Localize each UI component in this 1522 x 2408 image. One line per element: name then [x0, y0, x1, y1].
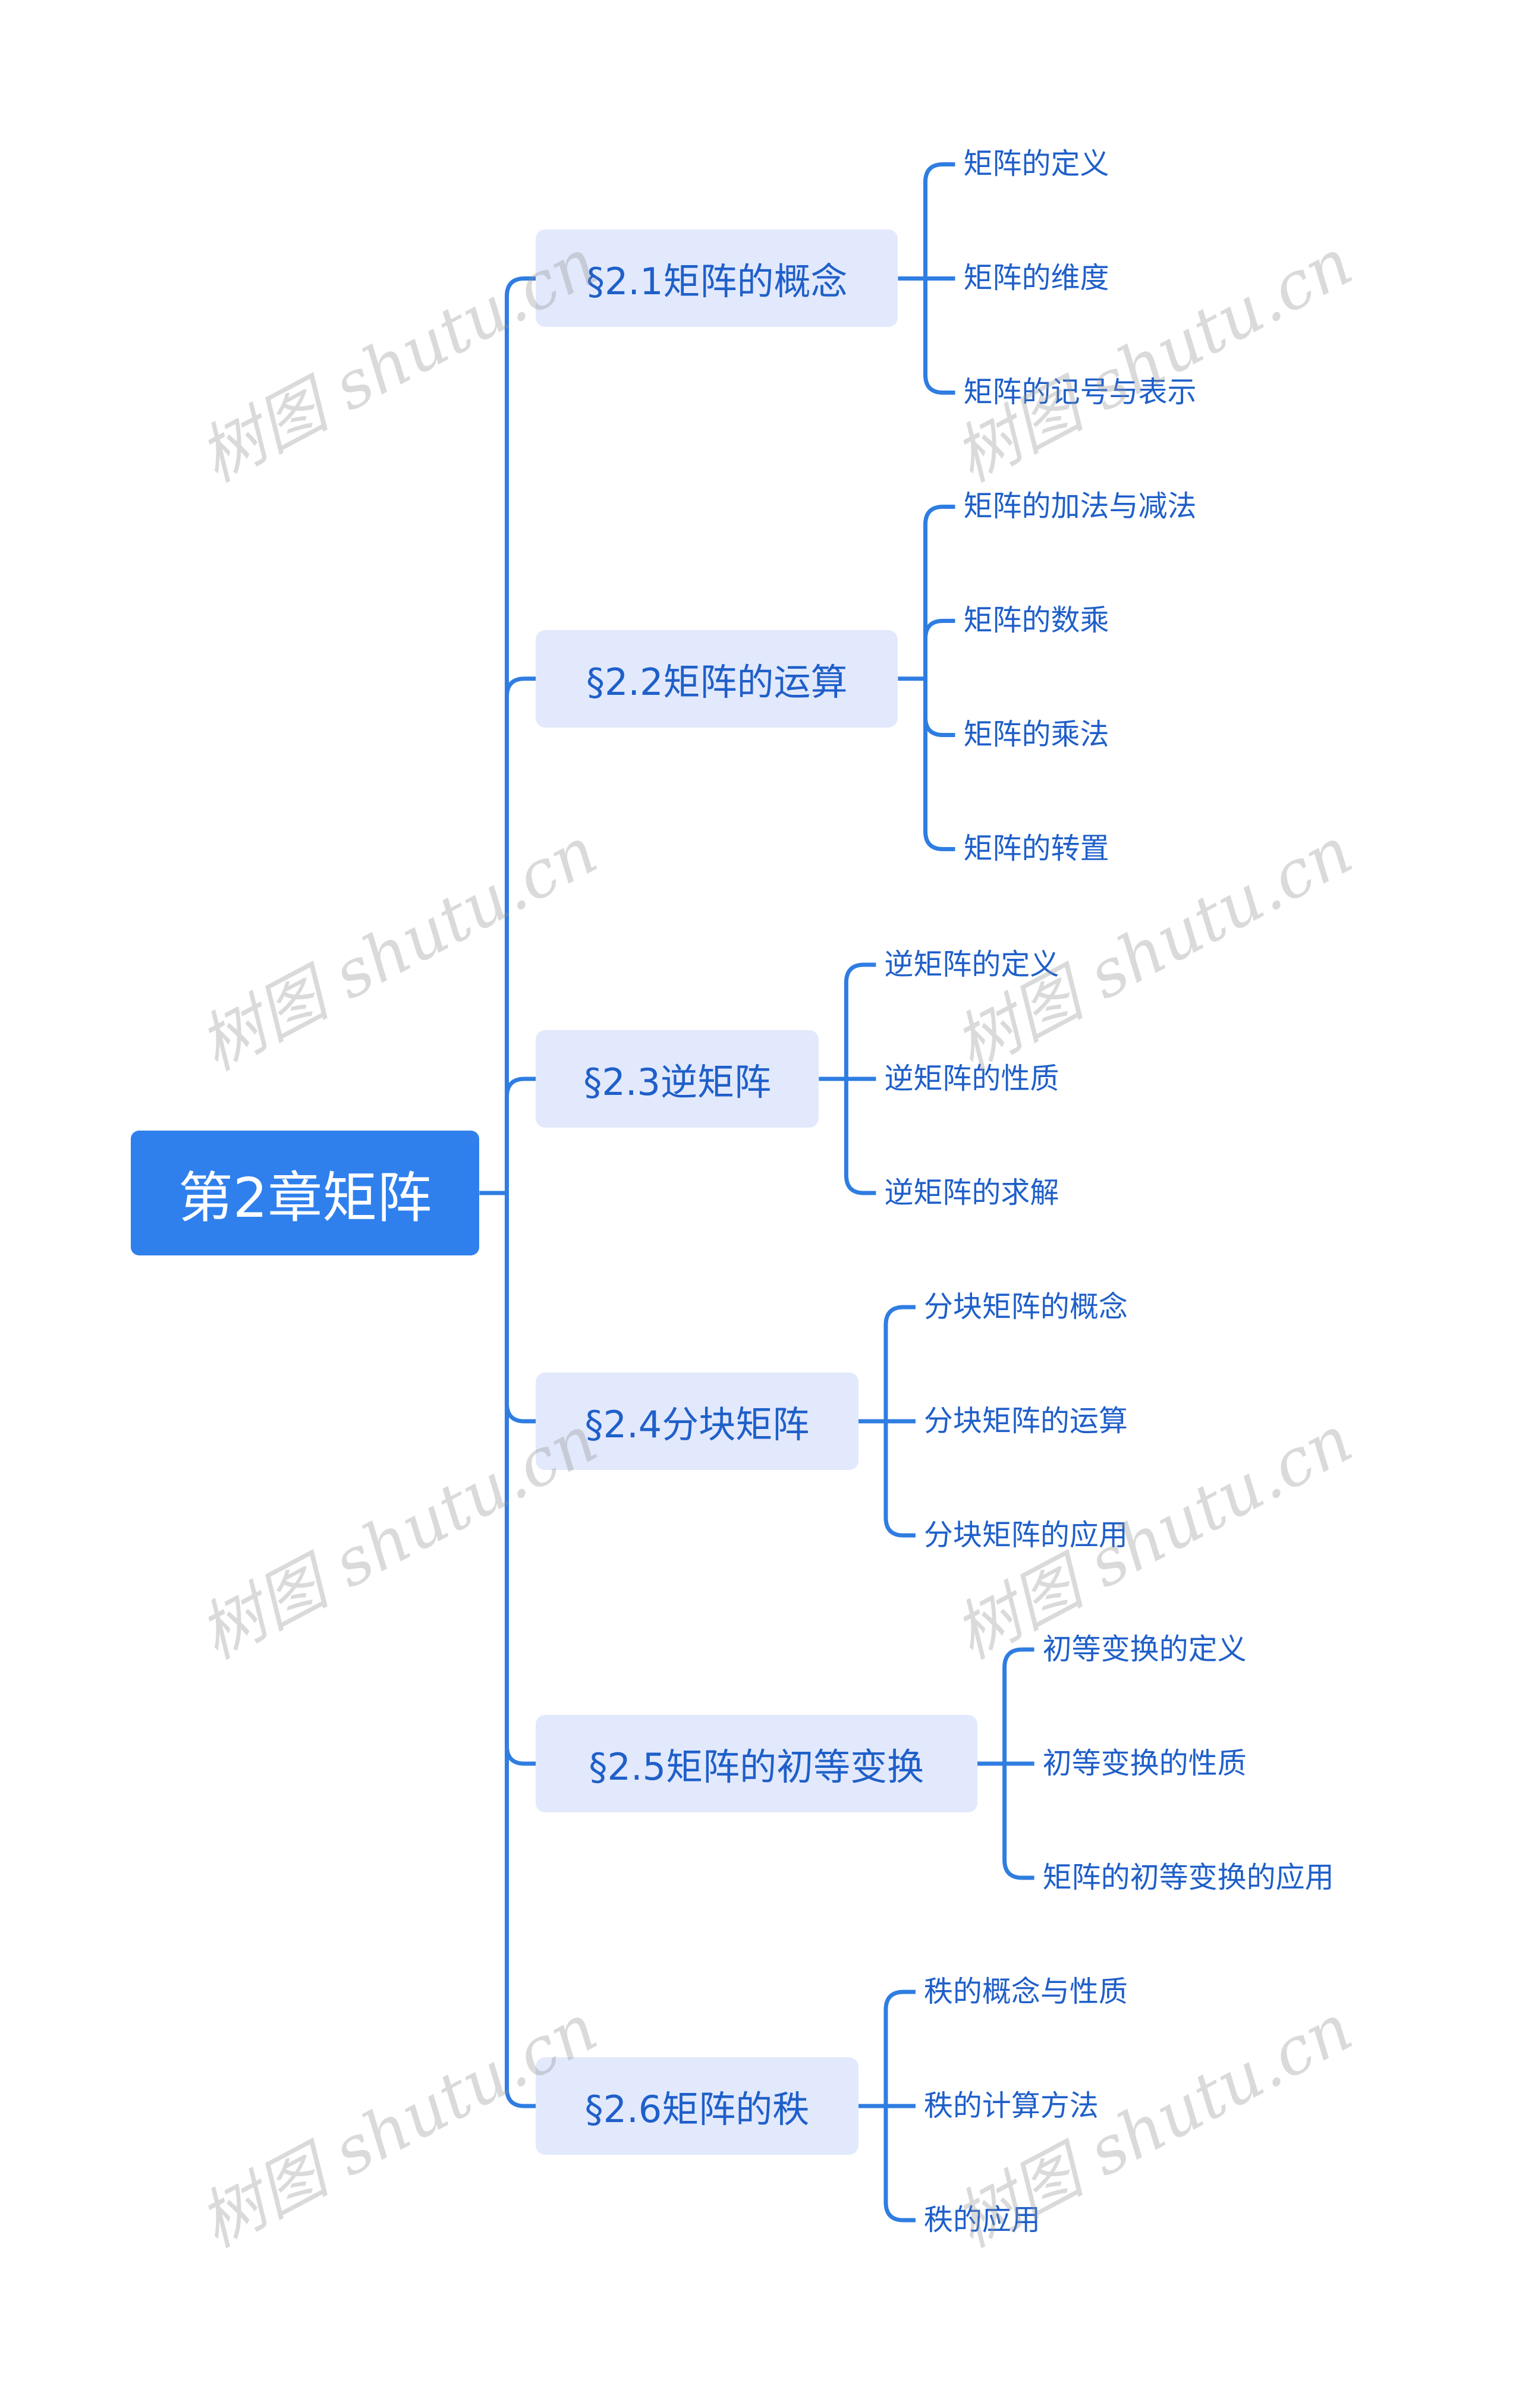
leaf-connector	[923, 278, 955, 395]
leaf-node[interactable]: 分块矩阵的应用	[923, 1518, 1128, 1553]
branch-node[interactable]: §2.6矩阵的秩	[536, 2057, 859, 2155]
root-node[interactable]: 第2章矩阵	[131, 1131, 479, 1255]
branch-connector	[504, 1193, 536, 2108]
leaf-connector	[923, 678, 955, 851]
leaf-connector	[1002, 1764, 1034, 1880]
leaf-connector	[923, 678, 955, 737]
leaf-node[interactable]: 分块矩阵的概念	[923, 1290, 1128, 1324]
leaf-node[interactable]: 矩阵的记号与表示	[963, 375, 1197, 410]
leaf-node[interactable]: 矩阵的转置	[963, 832, 1109, 866]
leaf-node[interactable]: 矩阵的定义	[963, 147, 1109, 181]
leaf-connector	[923, 162, 955, 279]
leaf-connector	[1002, 1647, 1034, 1764]
leaf-connector	[844, 1079, 876, 1195]
branch-node[interactable]: §2.3逆矩阵	[536, 1030, 819, 1128]
leaf-node[interactable]: 秩的应用	[923, 2203, 1040, 2237]
branch-node[interactable]: §2.5矩阵的初等变换	[536, 1715, 977, 1813]
branch-connector	[504, 676, 536, 1194]
leaf-connector	[923, 504, 955, 679]
leaf-connector	[883, 2106, 916, 2223]
leaf-node[interactable]: 矩阵的数乘	[963, 603, 1109, 638]
branch-connector	[504, 1076, 536, 1194]
leaf-node[interactable]: 矩阵的乘法	[963, 717, 1109, 752]
leaf-node[interactable]: 初等变换的性质	[1042, 1746, 1247, 1781]
branch-connector	[504, 1193, 536, 1766]
leaf-connector	[844, 962, 876, 1079]
leaf-connector	[883, 1421, 916, 1538]
leaf-connector	[883, 1305, 916, 1422]
leaf-connector	[923, 618, 955, 679]
branch-node[interactable]: §2.2矩阵的运算	[536, 629, 898, 728]
branch-node[interactable]: §2.4分块矩阵	[536, 1373, 859, 1471]
leaf-node[interactable]: 秩的概念与性质	[923, 1975, 1128, 2009]
leaf-node[interactable]: 矩阵的加法与减法	[963, 489, 1197, 524]
branch-connector	[504, 1193, 536, 1424]
leaf-node[interactable]: 矩阵的初等变换的应用	[1042, 1861, 1334, 1895]
leaf-node[interactable]: 初等变换的定义	[1042, 1632, 1247, 1667]
leaf-node[interactable]: 逆矩阵的定义	[884, 948, 1059, 982]
leaf-node[interactable]: 秩的计算方法	[923, 2089, 1099, 2123]
branch-connector	[504, 276, 536, 1194]
leaf-node[interactable]: 分块矩阵的运算	[923, 1404, 1128, 1438]
branch-node[interactable]: §2.1矩阵的概念	[536, 229, 898, 328]
leaf-node[interactable]: 矩阵的维度	[963, 261, 1109, 295]
leaf-node[interactable]: 逆矩阵的性质	[884, 1062, 1059, 1096]
leaf-connector	[883, 1990, 916, 2107]
leaf-node[interactable]: 逆矩阵的求解	[884, 1176, 1059, 1210]
